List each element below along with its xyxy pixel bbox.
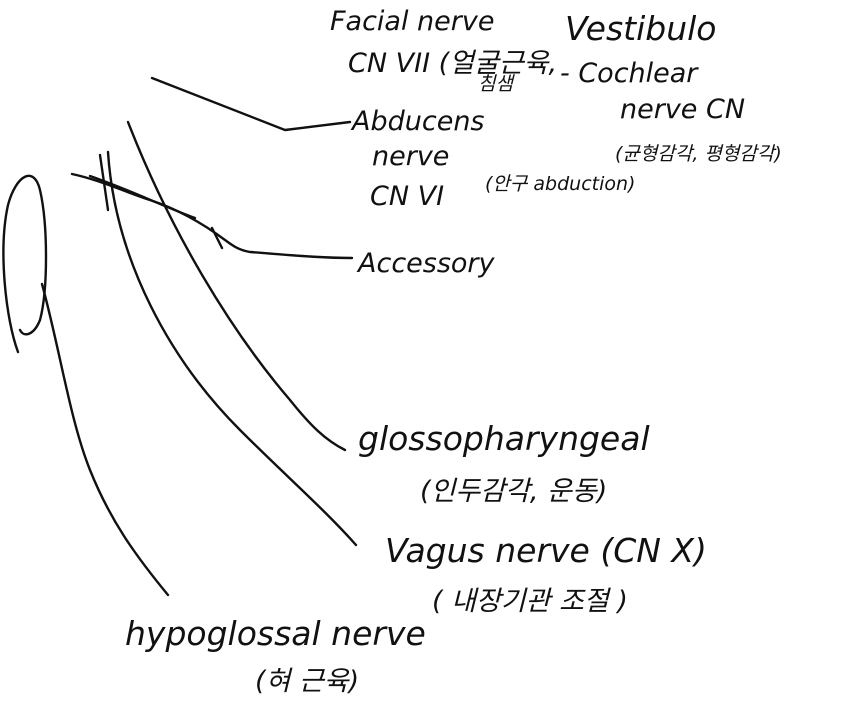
vagus-nerve-line: [106, 150, 358, 547]
abducens-function-label: (안구 abduction): [485, 173, 635, 195]
cross-stroke-upper: [88, 174, 197, 220]
facial-nerve-function-label: 침샘: [478, 73, 515, 95]
abducens-cn-label: CN VI: [370, 181, 444, 212]
sketch-strokes: [2, 76, 358, 597]
glossopharyngeal-label: glossopharyngeal: [358, 419, 650, 458]
vagus-nerve-label: Vagus nerve (CN X): [385, 531, 707, 570]
hypoglossal-nerve-label: hypoglossal nerve: [125, 614, 426, 653]
abducens-pointer-line: [150, 76, 352, 132]
tick-stroke-1: [98, 153, 110, 212]
facial-nerve-label: Facial nerve: [330, 6, 494, 37]
facial-nerve-cn-label: CN VII (얼굴근육,: [348, 48, 557, 79]
labels-group: Facial nerve CN VII (얼굴근육, 침샘 Vestibulo …: [125, 6, 782, 697]
glossopharyngeal-nerve-line: [126, 120, 347, 452]
accessory-nerve-line: [70, 172, 354, 260]
tick-stroke-2: [210, 226, 224, 250]
abducens-label: Abducens: [350, 106, 485, 137]
vestibulo-label: Vestibulo: [565, 9, 716, 48]
brainstem-outline-loop: [2, 174, 48, 354]
vestibulocochlear-function-label: (균형감각, 평형감각): [615, 143, 782, 165]
hypoglossal-nerve-line: [40, 282, 170, 597]
hypoglossal-function-label: (혀 근육): [255, 666, 359, 697]
vestibulocochlear-nerve-cn-label: nerve CN: [620, 94, 745, 125]
vagus-function-label: ( 내장기관 조절 ): [432, 586, 628, 617]
cochlear-label: - Cochlear: [560, 58, 699, 89]
abducens-nerve-label: nerve: [372, 141, 449, 172]
glossopharyngeal-function-label: (인두감각, 운동): [420, 476, 607, 507]
accessory-label: Accessory: [356, 248, 496, 279]
